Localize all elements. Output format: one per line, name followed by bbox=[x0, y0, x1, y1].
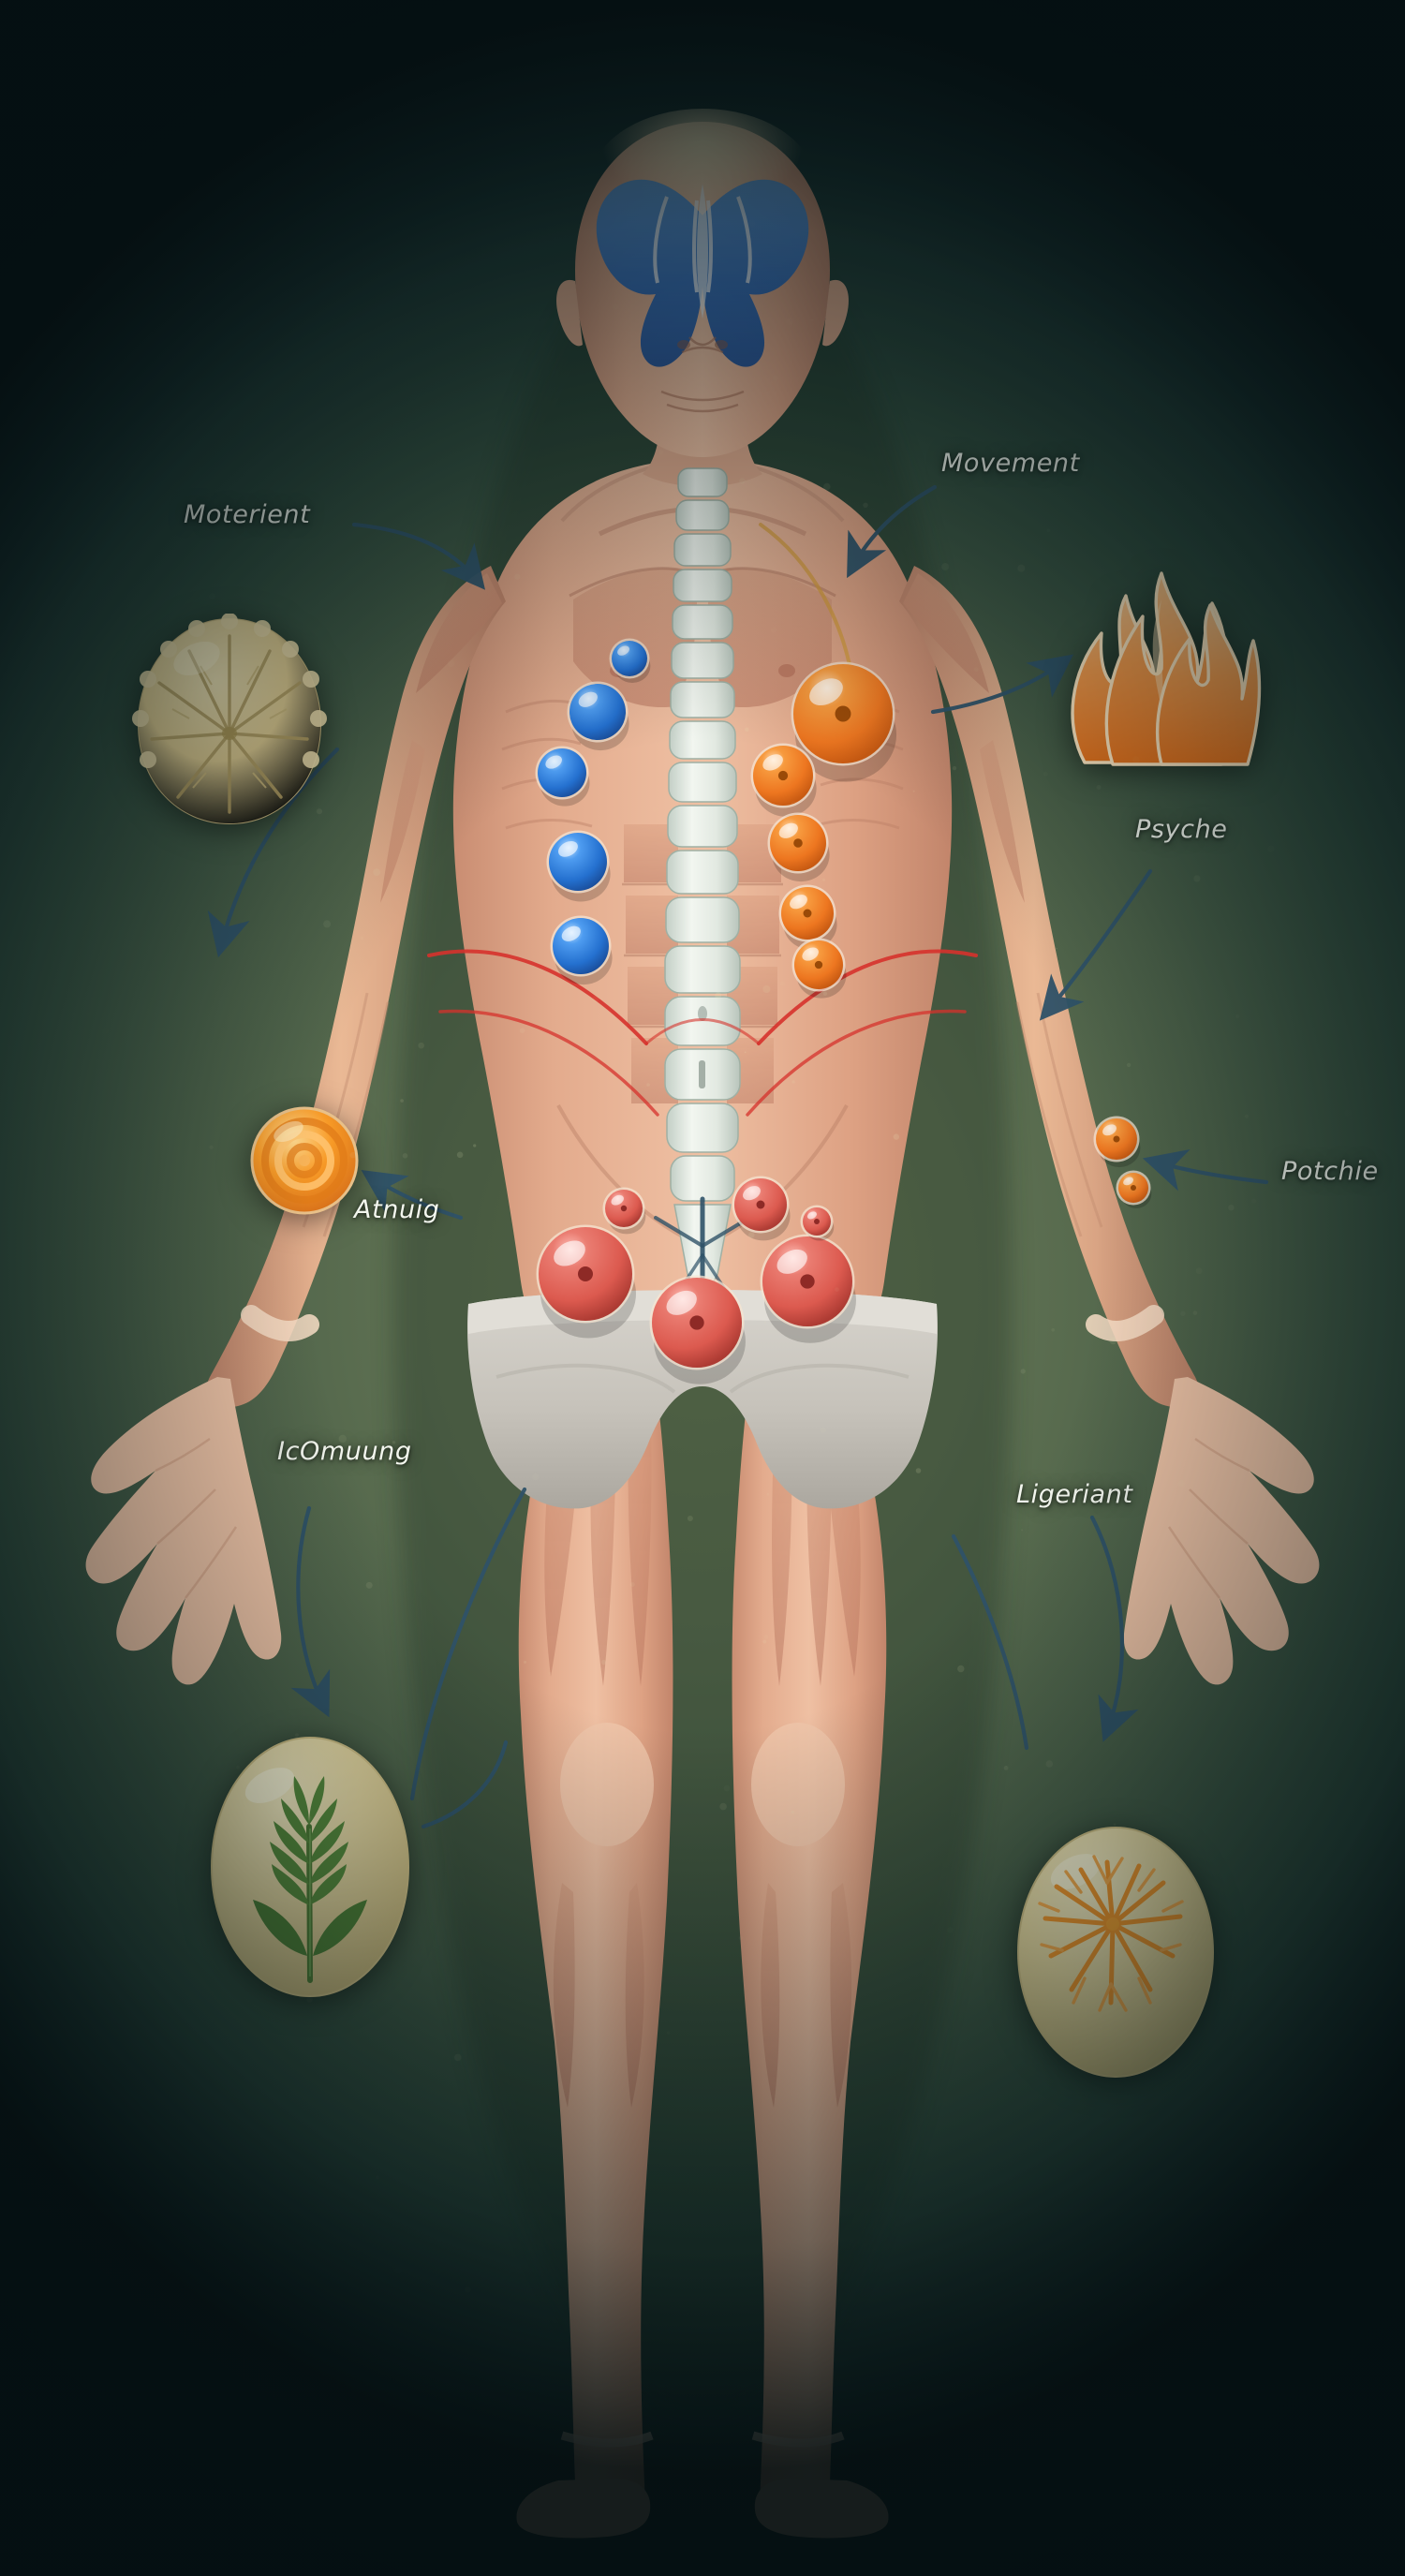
orange-marker-sphere[interactable] bbox=[778, 884, 837, 950]
orange-marker-sphere[interactable] bbox=[1116, 1170, 1152, 1208]
concentric-target-icon[interactable] bbox=[249, 1105, 360, 1216]
red-marker-sphere[interactable] bbox=[760, 1234, 856, 1343]
label-movement: Movement bbox=[941, 449, 1080, 478]
orange-marker-sphere[interactable] bbox=[791, 938, 847, 999]
label-atnuig: Atnuig bbox=[354, 1195, 440, 1224]
orange-marker-sphere[interactable] bbox=[767, 812, 830, 882]
blue-marker-sphere[interactable] bbox=[550, 915, 613, 985]
red-marker-sphere[interactable] bbox=[536, 1224, 637, 1339]
label-psyche: Psyche bbox=[1135, 815, 1228, 844]
label-moterient: Moterient bbox=[184, 500, 311, 529]
label-ligeriant: Ligeriant bbox=[1016, 1480, 1133, 1509]
flame-icon[interactable] bbox=[1057, 551, 1264, 768]
wheat-sprig-icon[interactable] bbox=[208, 1735, 412, 1999]
seed-cross-section-icon[interactable] bbox=[131, 614, 328, 829]
blue-marker-sphere[interactable] bbox=[546, 830, 611, 902]
label-icomuung: IcOmuung bbox=[277, 1437, 412, 1466]
red-marker-sphere[interactable] bbox=[602, 1187, 646, 1235]
orange-marker-sphere[interactable] bbox=[750, 743, 817, 817]
label-potchie: Potchie bbox=[1281, 1157, 1379, 1186]
blue-marker-sphere[interactable] bbox=[567, 681, 629, 751]
red-marker-sphere[interactable] bbox=[732, 1176, 791, 1241]
red-marker-sphere[interactable] bbox=[649, 1275, 746, 1384]
orange-marker-sphere[interactable] bbox=[1093, 1116, 1141, 1168]
blue-marker-sphere[interactable] bbox=[535, 746, 590, 807]
radial-burst-icon[interactable] bbox=[1013, 1825, 1218, 2080]
blue-marker-sphere[interactable] bbox=[609, 638, 651, 684]
